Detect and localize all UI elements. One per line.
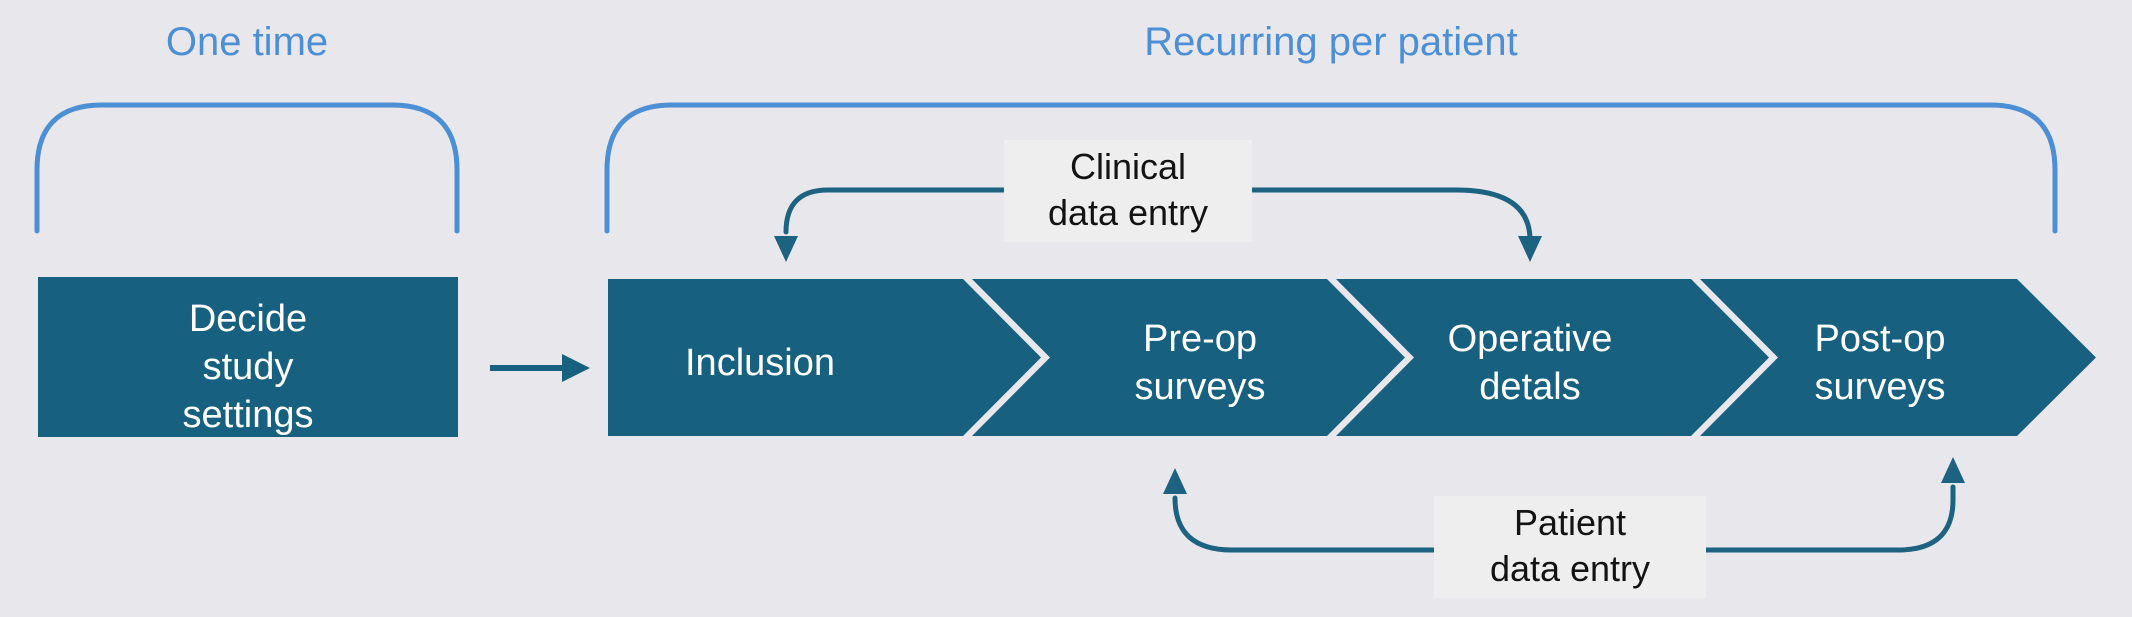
clinical-loop-left-arrowhead-icon — [774, 236, 798, 262]
chevron-stage-operative-detals[interactable] — [1336, 279, 1769, 436]
patient-loop-right-arrowhead-icon — [1941, 457, 1965, 483]
clinical-data-entry-loop — [774, 187, 1542, 262]
chevron-stage-preop-surveys[interactable] — [972, 279, 1405, 436]
loop-label-clinical-data-entry: Clinical data entry — [1004, 140, 1252, 243]
decide-study-settings-box[interactable] — [38, 277, 458, 437]
clinical-loop-right-arrowhead-icon — [1518, 236, 1542, 262]
connector-arrow-icon — [490, 354, 590, 382]
one-time-bracket-arc — [34, 102, 460, 234]
process-chevron-bar — [608, 279, 2096, 436]
group-label-one-time: One time — [165, 20, 329, 64]
group-label-recurring: Recurring per patient — [1144, 20, 1518, 64]
chevron-stage-postop-surveys[interactable] — [1700, 279, 2096, 436]
recurring-bracket-arc — [604, 102, 2058, 234]
patient-loop-left-arrowhead-icon — [1163, 468, 1187, 494]
loop-label-patient-data-entry: Patient data entry — [1434, 496, 1706, 599]
chevron-stage-inclusion[interactable] — [608, 279, 1041, 436]
patient-data-entry-loop — [1163, 457, 1965, 553]
